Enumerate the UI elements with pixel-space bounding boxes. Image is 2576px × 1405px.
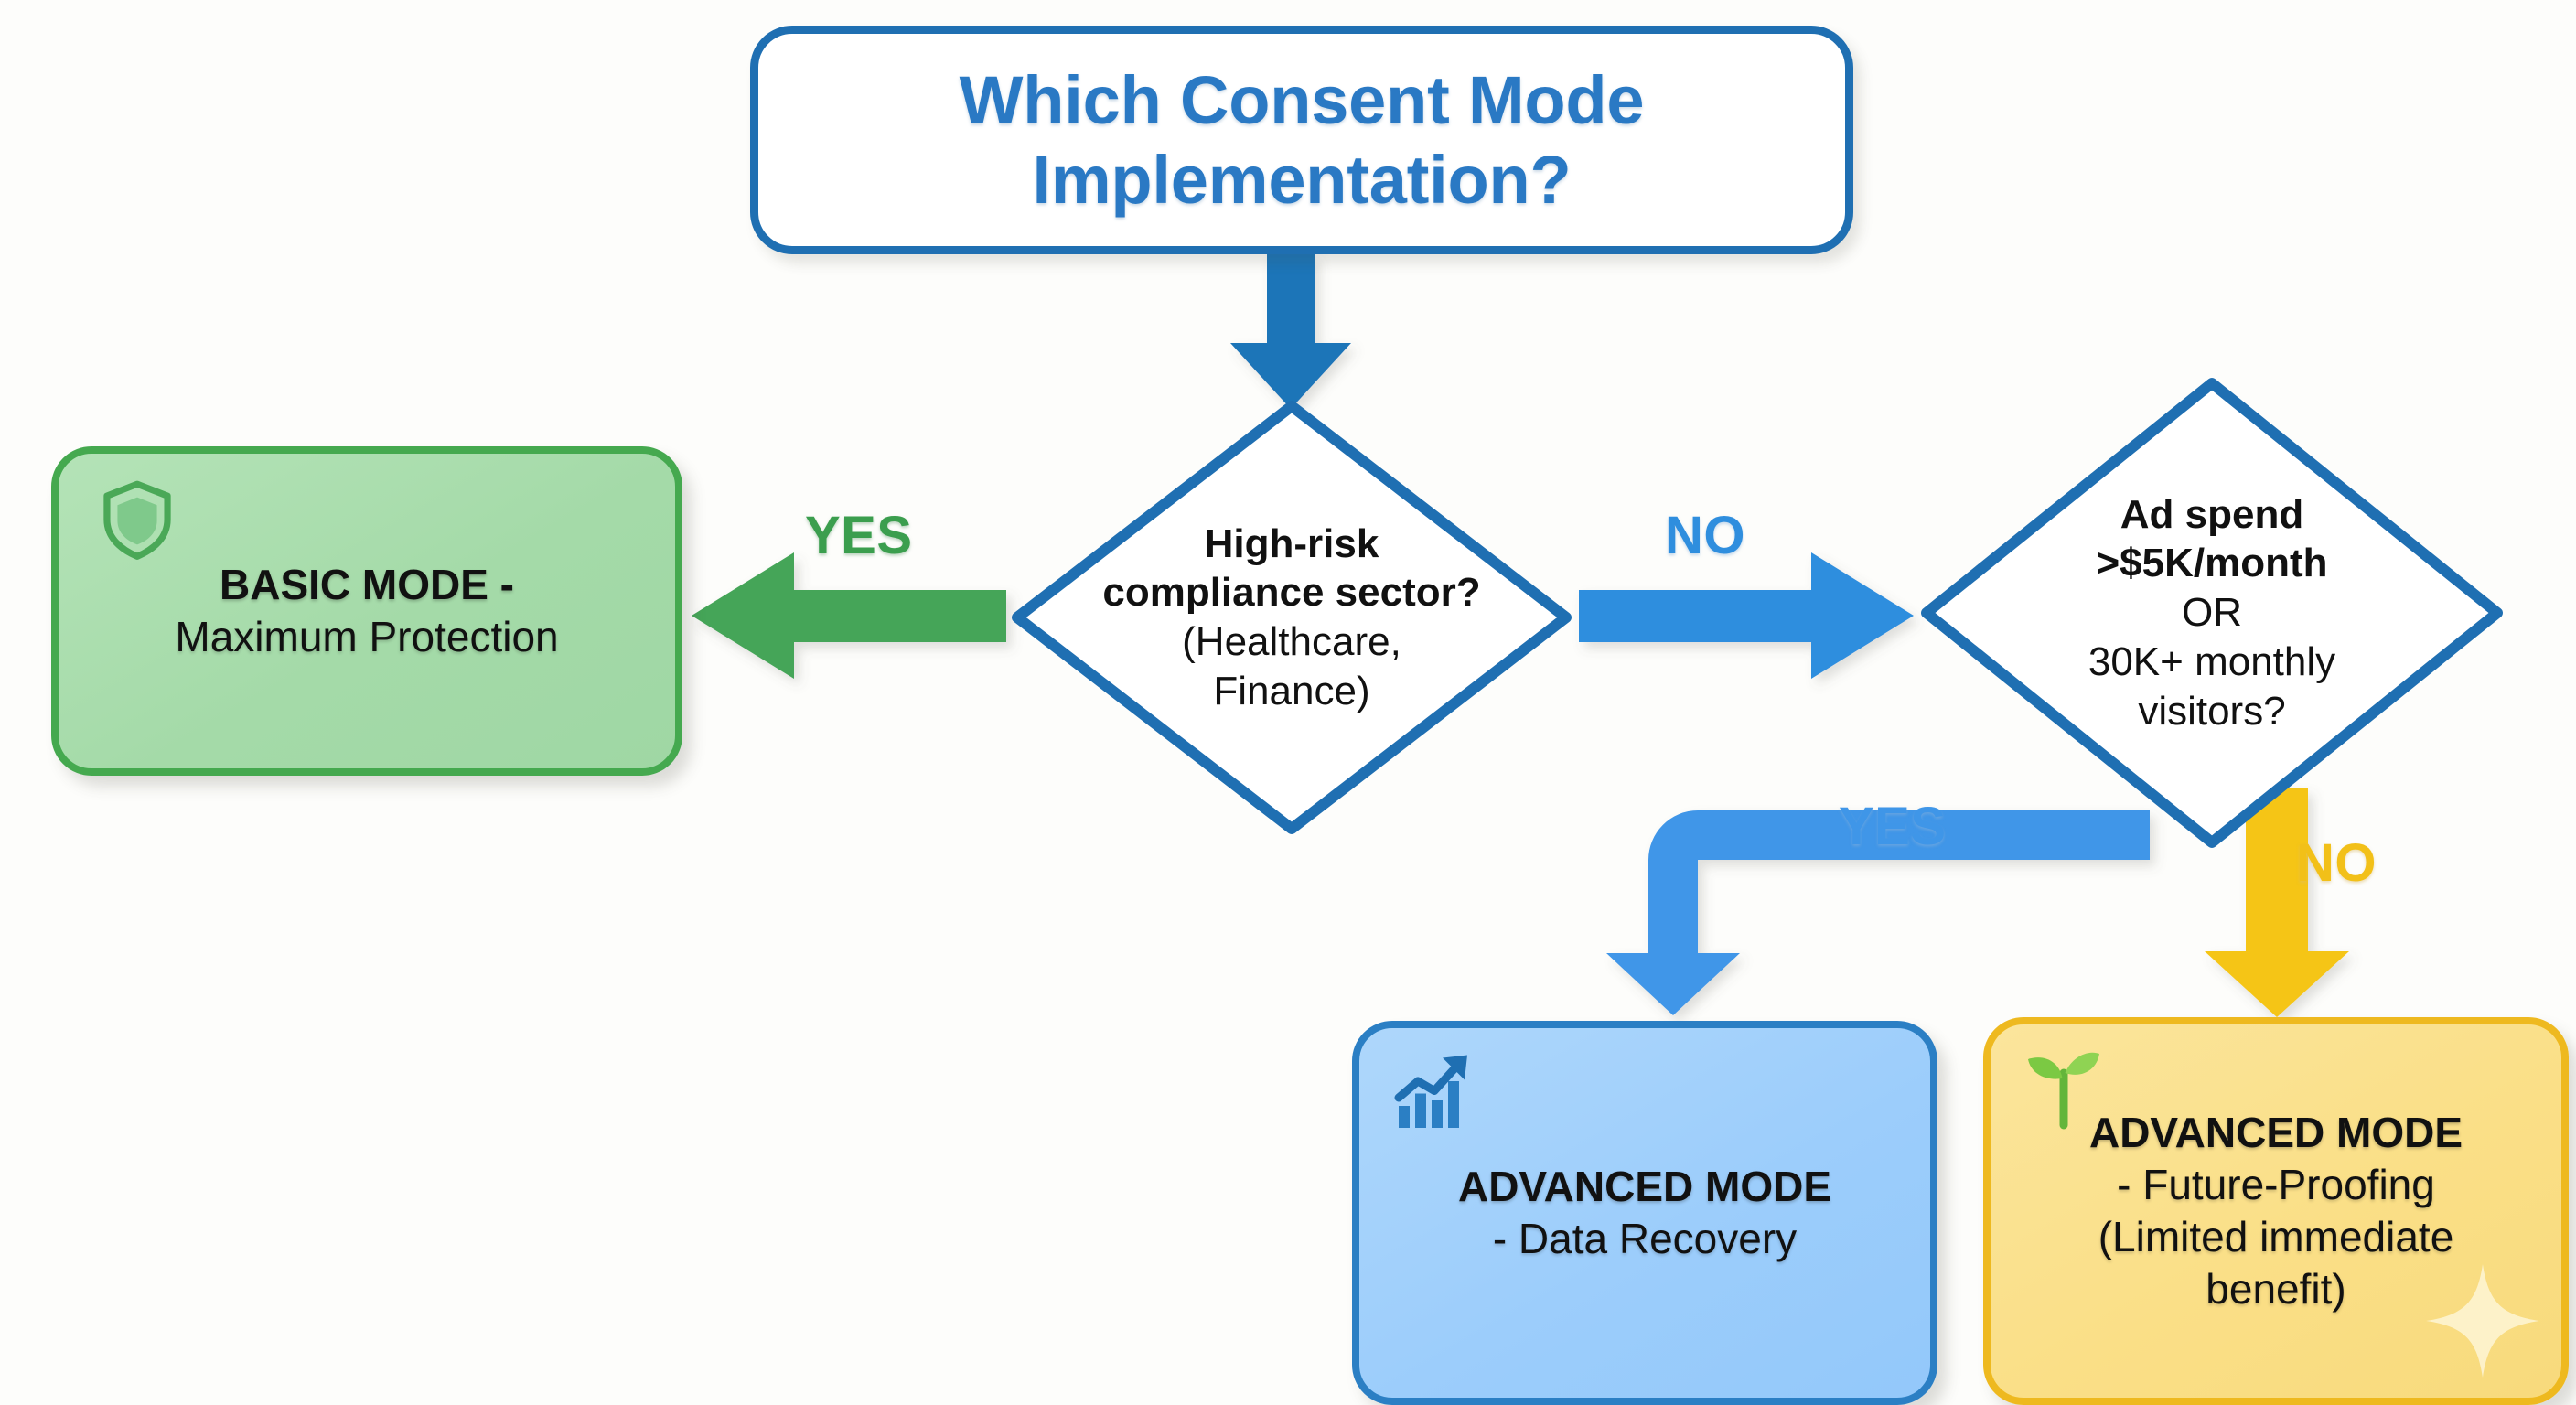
sparkle-icon xyxy=(2426,1264,2539,1378)
decision-line: compliance sector? xyxy=(1102,570,1481,616)
decision-high-risk-sector: High-risk compliance sector? (Healthcare… xyxy=(1004,393,1579,842)
edge-label-no-to-adspend: NO xyxy=(1665,506,1745,565)
edge-label-yes-to-basic: YES xyxy=(805,506,913,565)
outcome-subtitle-line-2: (Limited immediate xyxy=(2098,1212,2454,1260)
decision-line: (Healthcare, xyxy=(1182,619,1401,664)
outcome-title: ADVANCED MODE xyxy=(2088,1109,2463,1157)
decision-line: >$5K/month xyxy=(2096,541,2328,586)
edge-label-yes-to-advanced-data: YES xyxy=(1839,797,1947,856)
title-line-1: Which Consent Mode xyxy=(959,61,1645,138)
decision-line: Finance) xyxy=(1213,668,1370,713)
decision-diamond-shape xyxy=(1012,401,1572,834)
decision-line: visitors? xyxy=(2138,688,2286,734)
edge-label-no-to-advanced-future: NO xyxy=(2296,833,2377,893)
shield-icon xyxy=(103,480,171,560)
decision-text: High-risk compliance sector? (Healthcare… xyxy=(1004,393,1579,842)
decision-line: Ad spend xyxy=(2120,491,2304,537)
decision-ad-spend-threshold: Ad spend >$5K/month OR 30K+ monthly visi… xyxy=(1914,370,2510,855)
outcome-title: BASIC MODE - xyxy=(220,561,514,609)
outcome-basic-mode: BASIC MODE - Maximum Protection xyxy=(51,446,682,776)
title-box: Which Consent Mode Implementation? xyxy=(750,26,1853,254)
decision-line: High-risk xyxy=(1204,520,1379,566)
outcome-advanced-data-recovery: ADVANCED MODE - Data Recovery xyxy=(1352,1021,1937,1405)
decision-line: 30K+ monthly xyxy=(2088,638,2336,684)
edge-decision1-no-adspend xyxy=(1579,552,1914,679)
decision-diamond-shape xyxy=(1921,378,2503,848)
decision-text: Ad spend >$5K/month OR 30K+ monthly visi… xyxy=(1914,370,2510,855)
decision-line: OR xyxy=(2182,590,2242,636)
outcome-subtitle-line-1: - Future-Proofing xyxy=(2117,1160,2435,1208)
outcome-title: ADVANCED MODE xyxy=(1457,1163,1832,1211)
growth-chart-icon xyxy=(1394,1055,1467,1128)
outcome-advanced-future-proofing: ADVANCED MODE - Future-Proofing (Limited… xyxy=(1983,1017,2569,1405)
outcome-subtitle-line-3: benefit) xyxy=(2206,1264,2346,1313)
outcome-subtitle: Maximum Protection xyxy=(175,612,559,660)
edge-decision1-yes-basic xyxy=(692,552,1006,679)
seedling-icon xyxy=(2028,1052,2099,1130)
title-line-2: Implementation? xyxy=(1032,142,1572,218)
outcome-subtitle: - Data Recovery xyxy=(1492,1214,1798,1262)
edge-title-to-decision1 xyxy=(1230,254,1351,409)
